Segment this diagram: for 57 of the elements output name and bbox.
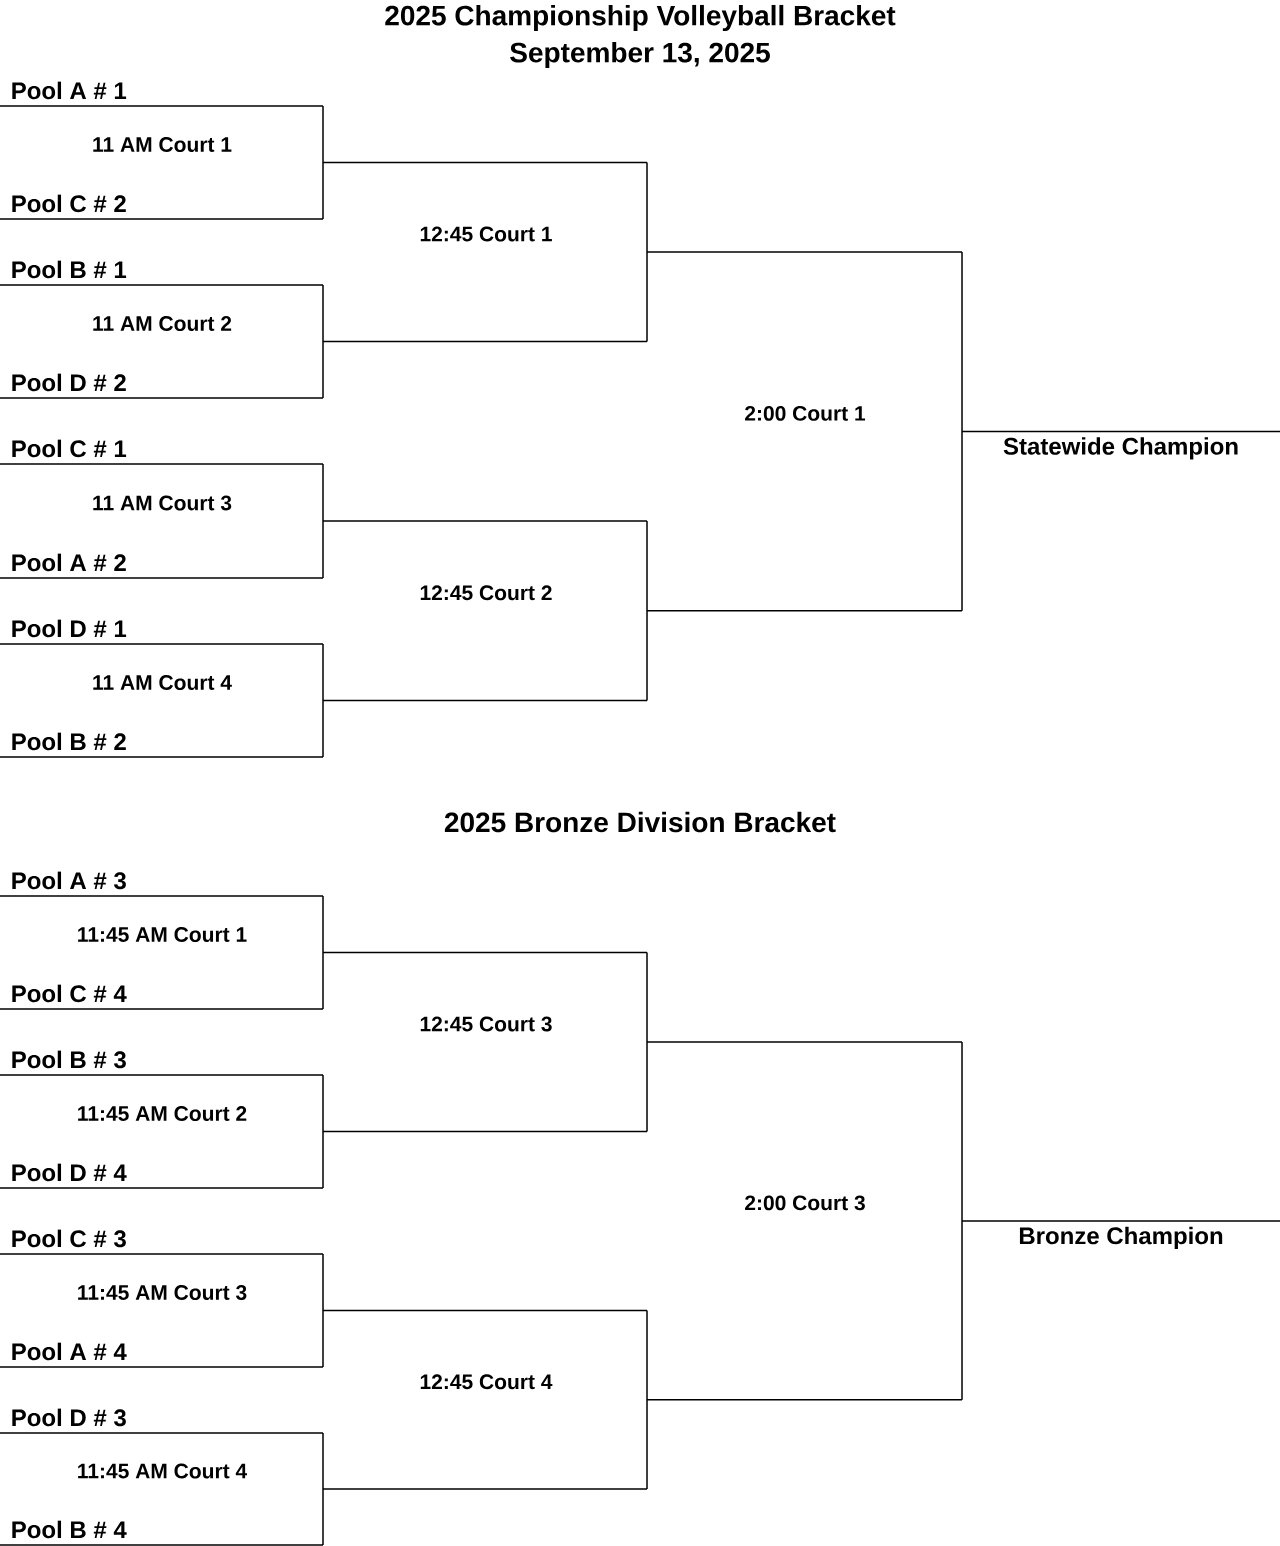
bracket-line <box>0 643 324 645</box>
bracket-line <box>646 1041 963 1043</box>
bracket-line <box>322 161 648 164</box>
bracket-line <box>0 1008 324 1010</box>
bracket-line <box>0 218 324 220</box>
bracket-line <box>322 699 648 702</box>
team-label: Pool B # 1 <box>12 260 127 279</box>
bracket-line <box>646 610 963 612</box>
bracket-line <box>0 105 324 107</box>
bracket-line <box>0 895 324 897</box>
bracket-line <box>322 1488 648 1490</box>
team-label: Pool D # 4 <box>12 1163 127 1182</box>
match-bracket: 12:45 Court 3 <box>420 951 648 1133</box>
bracket-line <box>0 1253 324 1255</box>
bracket-line <box>0 1366 324 1368</box>
match-bracket: 12:45 Court 1 <box>420 161 648 343</box>
team-label: Pool C # 2 <box>12 194 126 213</box>
champion-label: Bronze Champion <box>1019 1226 1223 1250</box>
title: 2025 Championship Volleyball Bracket <box>385 4 896 32</box>
team-label: Pool C # 3 <box>12 1229 126 1248</box>
bracket-line <box>0 463 324 465</box>
bracket-line <box>646 251 963 253</box>
bracket-line <box>0 1432 324 1434</box>
section-heading: 2025 Bronze Division Bracket <box>444 811 836 833</box>
team-label: Pool B # 3 <box>12 1050 126 1069</box>
bracket-line <box>0 756 324 758</box>
bracket-line <box>322 951 648 954</box>
match-bracket: 2:00 Court 3 <box>745 1041 963 1401</box>
team-label: Pool D # 2 <box>12 373 126 392</box>
match-bracket: 12:45 Court 2 <box>420 520 648 702</box>
match-bracket: 12:45 Court 4 <box>420 1309 648 1490</box>
bracket-line <box>0 1187 324 1189</box>
bracket-line <box>961 430 1280 433</box>
team-label: Pool D # 1 <box>12 619 127 638</box>
date: September 13, 2025 <box>510 41 770 69</box>
bracket-line <box>322 520 648 522</box>
bracket-line <box>322 1309 648 1312</box>
bracket-line <box>0 397 324 399</box>
team-label: Pool D # 3 <box>12 1408 126 1427</box>
team-label: Pool B # 2 <box>12 732 126 751</box>
team-label: Pool C # 4 <box>12 984 127 1003</box>
bracket-line <box>646 1399 963 1401</box>
bracket-line <box>322 340 648 343</box>
team-label: Pool C # 1 <box>12 439 127 458</box>
team-label: Pool A # 3 <box>12 871 126 890</box>
champion-label: Statewide Champion <box>1003 437 1238 460</box>
team-label: Pool A # 1 <box>12 81 127 100</box>
match-bracket: 2:00 Court 1 <box>745 251 963 612</box>
bracket-line <box>0 1544 324 1546</box>
team-label: Pool B # 4 <box>12 1520 127 1539</box>
team-label: Pool A # 2 <box>12 553 126 572</box>
bracket-line <box>0 577 324 579</box>
bracket-line <box>0 1074 324 1076</box>
bracket-line <box>961 1220 1280 1222</box>
bracket-line <box>322 1130 648 1133</box>
bracket-line <box>0 284 324 286</box>
team-label: Pool A # 4 <box>12 1342 127 1361</box>
